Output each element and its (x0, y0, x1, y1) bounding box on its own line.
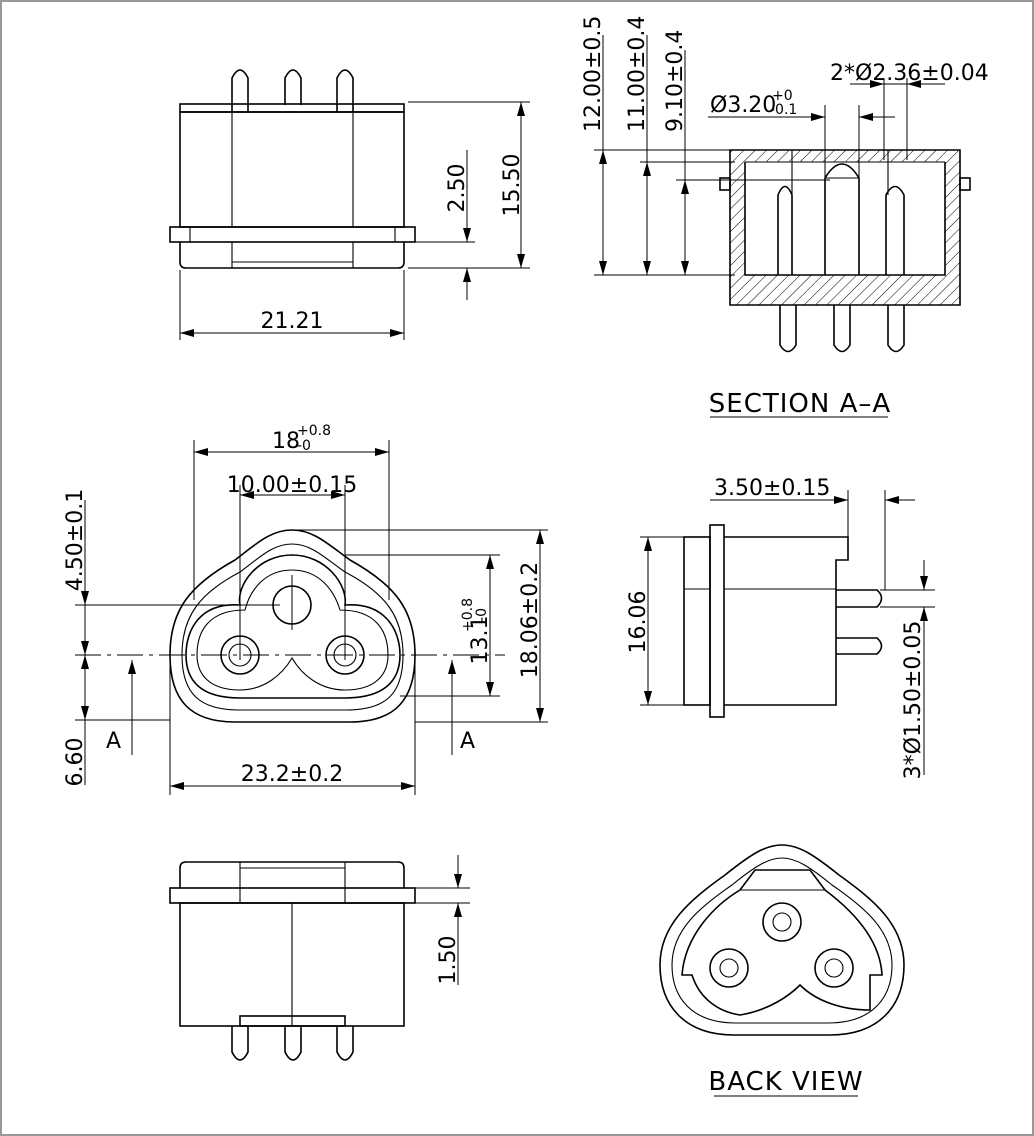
back-title: BACK VIEW (708, 1067, 863, 1097)
section-title: SECTION A–A (709, 389, 891, 419)
back-view: BACK VIEW (659, 844, 905, 1097)
top-pin-right (336, 69, 354, 112)
dim-hole-main: Ø3.20 (710, 93, 776, 118)
dim-side-height: 16.06 (626, 591, 651, 654)
dim-width-23: 23.2±0.2 (241, 762, 343, 787)
top-view: 21.21 15.50 2.50 (169, 69, 530, 340)
front-view: 18 +0.8 -0 10.00±0.15 4.50±0.1 6.60 13.1… (63, 423, 548, 795)
dim-height-13-plus: +0.8 (460, 598, 476, 632)
dim-top-offset: 4.50±0.1 (63, 489, 88, 591)
dim-pin-dia: 3*Ø1.50±0.05 (901, 621, 926, 780)
front-cavity (185, 554, 401, 699)
dim-width-top: 21.21 (261, 309, 324, 334)
dim-height-18: 18.06±0.2 (518, 562, 543, 678)
dim-height-13: 13.1 (468, 616, 493, 665)
dim-flange: 1.50 (436, 936, 461, 985)
dim-11: 11.00±0.4 (625, 16, 650, 132)
dim-9: 9.10±0.4 (663, 30, 688, 132)
dim-height-13-minus: -0 (474, 608, 490, 622)
dim-width-18-minus: -0 (297, 438, 311, 454)
dim-pin-spacing: 10.00±0.15 (227, 473, 357, 498)
dim-hole-tol-plus: +0 (772, 88, 793, 104)
back-hole-left (709, 948, 749, 988)
dim-height-top: 15.50 (500, 154, 525, 217)
back-hole-right (814, 948, 854, 988)
back-hole-top (762, 902, 802, 942)
dim-side-pin: 3.50±0.15 (714, 476, 830, 501)
top-flange (169, 226, 416, 243)
side-pin-upper (836, 589, 883, 608)
section-mark-right: A (460, 729, 475, 754)
dim-width-18-plus: +0.8 (297, 423, 331, 439)
bottom-view: 1.50 (169, 855, 470, 1061)
dim-width-18: 18 (272, 429, 300, 454)
dim-bottom-offset: 6.60 (63, 738, 88, 787)
front-outer-shell (169, 529, 416, 723)
section-housing (729, 149, 961, 306)
section-view: 12.00±0.5 11.00±0.4 9.10±0.4 Ø3.20 +0 -0… (581, 16, 989, 419)
back-cavity (681, 869, 883, 1016)
dim-hole-tol-minus: -0.1 (770, 102, 797, 118)
top-bottom-lip (179, 242, 405, 269)
top-body (179, 111, 405, 228)
dim-hole-pair: 2*Ø2.36±0.04 (830, 61, 989, 86)
side-view: 3.50±0.15 16.06 3*Ø1.50±0.05 (626, 476, 935, 779)
bottom-flange (169, 887, 416, 904)
top-pin-middle (284, 69, 302, 105)
dim-12: 12.00±0.5 (581, 16, 606, 132)
top-cap (179, 103, 405, 113)
back-outer-shell (659, 844, 905, 1036)
side-body (724, 536, 849, 706)
dim-pin-height: 2.50 (445, 164, 470, 213)
top-pin-left (231, 69, 249, 112)
side-flange (709, 524, 725, 718)
side-pin-lower (836, 637, 883, 655)
section-mark-left: A (106, 729, 121, 754)
